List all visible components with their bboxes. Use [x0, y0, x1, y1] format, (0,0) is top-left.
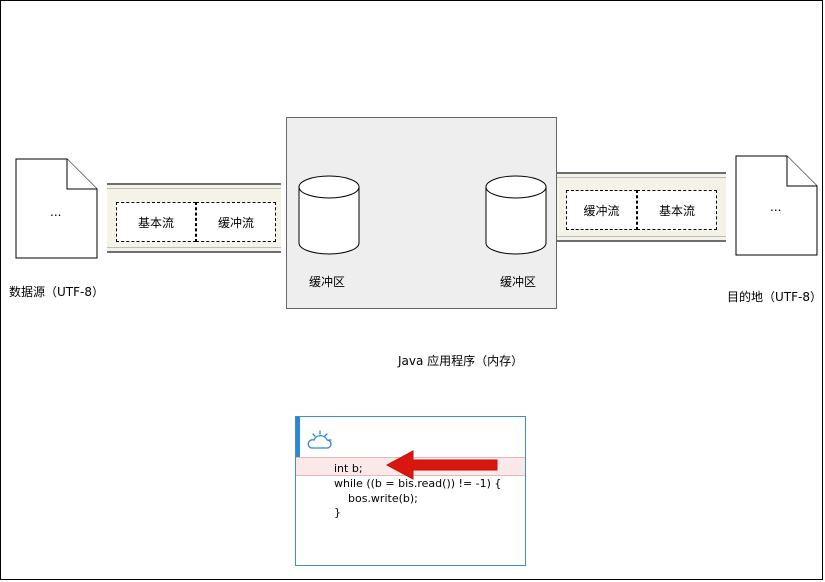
- left-buffer-cylinder-icon: [298, 175, 360, 255]
- right-basic-stream: 基本流: [637, 190, 717, 230]
- code-line-3: bos.write(b);: [334, 492, 418, 505]
- code-line-4: }: [334, 506, 341, 519]
- code-panel-accent-bar: [296, 417, 300, 463]
- target-document-icon: [735, 155, 818, 256]
- source-document-text: ...: [50, 205, 62, 219]
- code-line-1: int b;: [334, 462, 363, 475]
- target-label: 目的地（UTF-8）: [727, 290, 822, 304]
- right-buffer-label: 缓冲区: [500, 275, 537, 289]
- source-document-icon: [15, 158, 98, 259]
- code-line-2: while ((b = bis.read()) != -1) {: [334, 477, 502, 490]
- java-app-caption: Java 应用程序（内存）: [398, 354, 524, 368]
- source-label: 数据源（UTF-8）: [9, 285, 104, 299]
- left-basic-stream: 基本流: [116, 202, 196, 242]
- right-buffered-stream: 缓冲流: [566, 190, 637, 230]
- left-buffer-label: 缓冲区: [309, 275, 346, 289]
- right-buffer-cylinder-icon: [485, 175, 547, 255]
- code-panel: [295, 416, 526, 566]
- cloud-icon: [307, 430, 332, 449]
- target-document-text: ...: [770, 200, 782, 214]
- left-buffered-stream: 缓冲流: [196, 202, 276, 242]
- pointer-arrow-icon: [385, 450, 498, 480]
